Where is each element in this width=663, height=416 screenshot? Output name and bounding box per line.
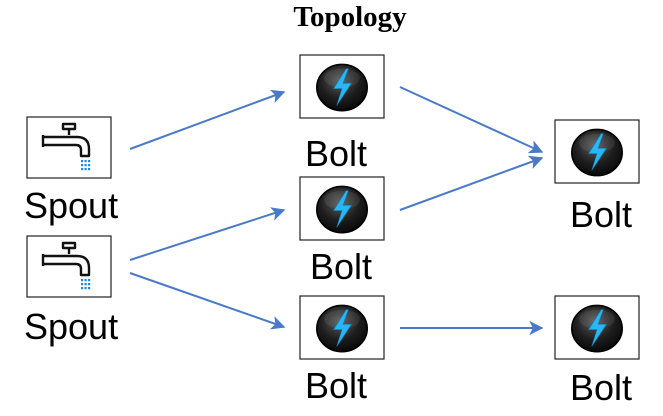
edge-spout1-bolt1 bbox=[129, 89, 286, 150]
lightning-bolt-icon bbox=[315, 63, 369, 112]
lightning-bolt-icon bbox=[570, 304, 624, 353]
edge-bolt1-bolt4 bbox=[399, 86, 544, 154]
diagram-title: Topology bbox=[293, 1, 407, 33]
bolt-label: Bolt bbox=[305, 133, 367, 174]
spout-label: Spout bbox=[24, 306, 118, 347]
edge-spout2-bolt2 bbox=[129, 207, 286, 261]
bolt-label: Bolt bbox=[570, 367, 632, 408]
bolt-label: Bolt bbox=[310, 246, 372, 287]
bolt-node-3: Bolt bbox=[299, 295, 385, 406]
lightning-bolt-icon bbox=[315, 185, 369, 234]
lightning-bolt-icon bbox=[315, 304, 369, 353]
spout-node-2: Spout bbox=[24, 235, 118, 347]
bolt-node-2: Bolt bbox=[299, 176, 385, 287]
bolt-node-5: Bolt bbox=[554, 295, 640, 408]
edges bbox=[129, 86, 544, 335]
spout-label: Spout bbox=[24, 185, 118, 226]
spout-node-1: Spout bbox=[24, 116, 118, 226]
bolt-node-1: Bolt bbox=[299, 54, 385, 174]
bolt-label: Bolt bbox=[570, 194, 632, 235]
edge-spout2-bolt3 bbox=[129, 272, 286, 330]
lightning-bolt-icon bbox=[570, 128, 624, 177]
edge-bolt2-bolt4 bbox=[399, 155, 544, 211]
bolt-label: Bolt bbox=[305, 365, 367, 406]
bolt-node-4: Bolt bbox=[554, 119, 640, 235]
